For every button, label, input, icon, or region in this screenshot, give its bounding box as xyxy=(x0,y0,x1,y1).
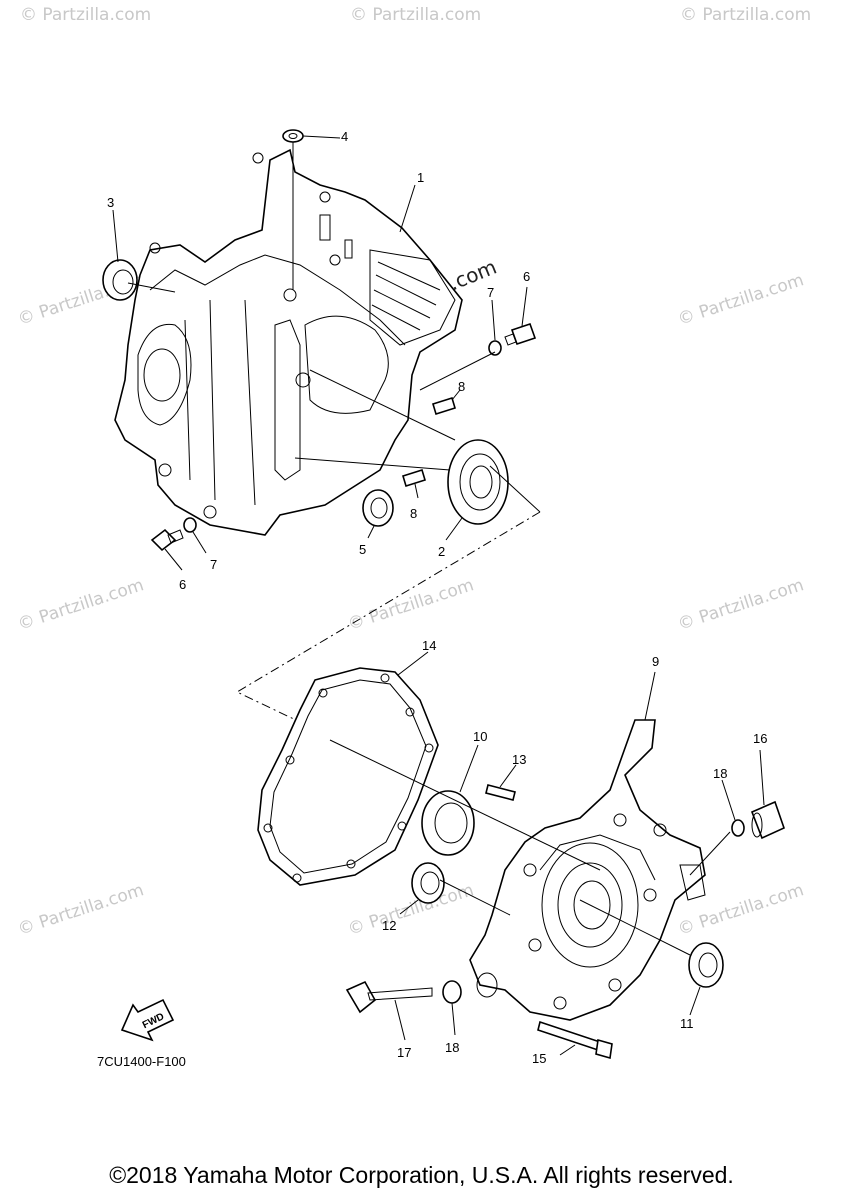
callout-10: 10 xyxy=(473,729,487,744)
watermark: © Partzilla.com xyxy=(345,575,476,635)
part-15-bolt xyxy=(537,1020,613,1060)
part-9-crankcase-cover xyxy=(469,719,706,1021)
part-11-oil-seal xyxy=(688,942,724,988)
callout-13: 13 xyxy=(512,752,526,767)
part-8-dowel-pin xyxy=(432,396,456,416)
watermark: © Partzilla.com xyxy=(345,880,476,940)
callout-5: 5 xyxy=(359,542,366,557)
part-17-dipstick xyxy=(345,980,433,1014)
callout-9: 9 xyxy=(652,654,659,669)
part-3-oil-seal xyxy=(102,259,138,301)
callout-18: 18 xyxy=(445,1040,459,1055)
callout-4: 4 xyxy=(341,129,348,144)
callout-6: 6 xyxy=(179,577,186,592)
watermark: © Partzilla.com xyxy=(675,880,806,940)
part-4-washer xyxy=(282,129,304,143)
part-7-gasket xyxy=(183,517,197,533)
callout-7: 7 xyxy=(487,285,494,300)
copyright-notice: ©2018 Yamaha Motor Corporation, U.S.A. A… xyxy=(109,1162,734,1188)
part-14-gasket xyxy=(257,667,439,886)
callout-labels: 1 2 3 4 5 6 6 7 7 8 8 9 10 11 12 13 14 1… xyxy=(107,129,767,1066)
watermark: © Partzilla.com xyxy=(15,575,146,635)
fwd-arrow-icon: FWD xyxy=(120,998,175,1042)
upper-leader-lines xyxy=(112,135,541,571)
part-2-bearing xyxy=(447,439,509,525)
watermark: © Partzilla.com xyxy=(350,5,481,25)
part-6-bolt xyxy=(504,322,537,346)
diagram-code: 7CU1400-F100 xyxy=(97,1054,186,1069)
part-18-o-ring xyxy=(731,819,745,837)
part-8-dowel-pin xyxy=(402,468,426,488)
callout-6: 6 xyxy=(523,269,530,284)
part-18-o-ring xyxy=(442,980,462,1004)
callout-7: 7 xyxy=(210,557,217,572)
watermark: © Partzilla.com xyxy=(15,880,146,940)
callout-8: 8 xyxy=(410,506,417,521)
part-13-dowel-pin xyxy=(485,784,516,801)
part-5-oil-seal xyxy=(362,489,394,527)
part-10-oil-seal xyxy=(421,790,475,856)
lower-leader-lines xyxy=(329,651,765,1056)
part-7-gasket xyxy=(488,340,502,356)
watermark: © Partzilla.com xyxy=(680,5,811,25)
watermark: © Partzilla.com xyxy=(675,575,806,635)
callout-14: 14 xyxy=(422,638,436,653)
watermark: © Partzilla.com xyxy=(20,5,151,25)
part-16-plug xyxy=(750,800,785,840)
assembly-guide-lines xyxy=(235,511,541,723)
callout-16: 16 xyxy=(753,731,767,746)
crankcase xyxy=(114,148,463,536)
callout-12: 12 xyxy=(382,918,396,933)
callout-11: 11 xyxy=(680,1016,694,1031)
callout-2: 2 xyxy=(438,544,445,559)
part-12-bearing xyxy=(411,862,445,904)
callout-18: 18 xyxy=(713,766,727,781)
watermark: © Partzilla.com xyxy=(675,270,806,330)
part-6-bolt xyxy=(150,528,184,552)
callout-8: 8 xyxy=(458,379,465,394)
callout-1: 1 xyxy=(417,170,424,185)
callout-3: 3 xyxy=(107,195,114,210)
callout-15: 15 xyxy=(532,1051,546,1066)
callout-17: 17 xyxy=(397,1045,411,1060)
